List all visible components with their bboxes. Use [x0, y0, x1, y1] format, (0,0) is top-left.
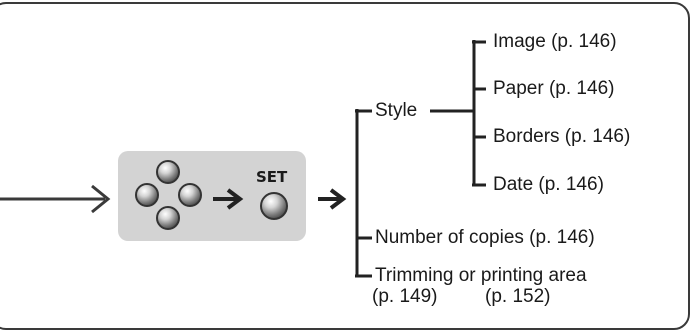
trimming-page-ref-2: (p. 152): [485, 286, 551, 307]
set-button-label: SET: [256, 168, 288, 186]
style-item-date: Date (p. 146): [493, 174, 604, 195]
trimming-page-ref-1: (p. 149): [372, 286, 438, 307]
set-button-icon: [260, 192, 288, 220]
diagram-frame: [0, 2, 690, 330]
arrow-to-menu: [318, 188, 347, 210]
arrow-to-set: [213, 188, 244, 210]
left-button-icon: [135, 183, 159, 207]
right-button-icon: [178, 183, 202, 207]
menu-item-number-of-copies: Number of copies (p. 146): [375, 227, 595, 248]
menu-item-trimming: Trimming or printing area: [375, 265, 587, 286]
style-item-image: Image (p. 146): [493, 31, 617, 52]
down-button-icon: [156, 206, 180, 230]
menu-tree-lines: [355, 40, 486, 278]
style-item-borders: Borders (p. 146): [493, 126, 631, 147]
up-button-icon: [156, 160, 180, 184]
menu-item-style: Style: [375, 100, 418, 121]
incoming-arrow: [0, 184, 111, 214]
four-way-buttons: [135, 160, 202, 230]
style-item-paper: Paper (p. 146): [493, 78, 615, 99]
